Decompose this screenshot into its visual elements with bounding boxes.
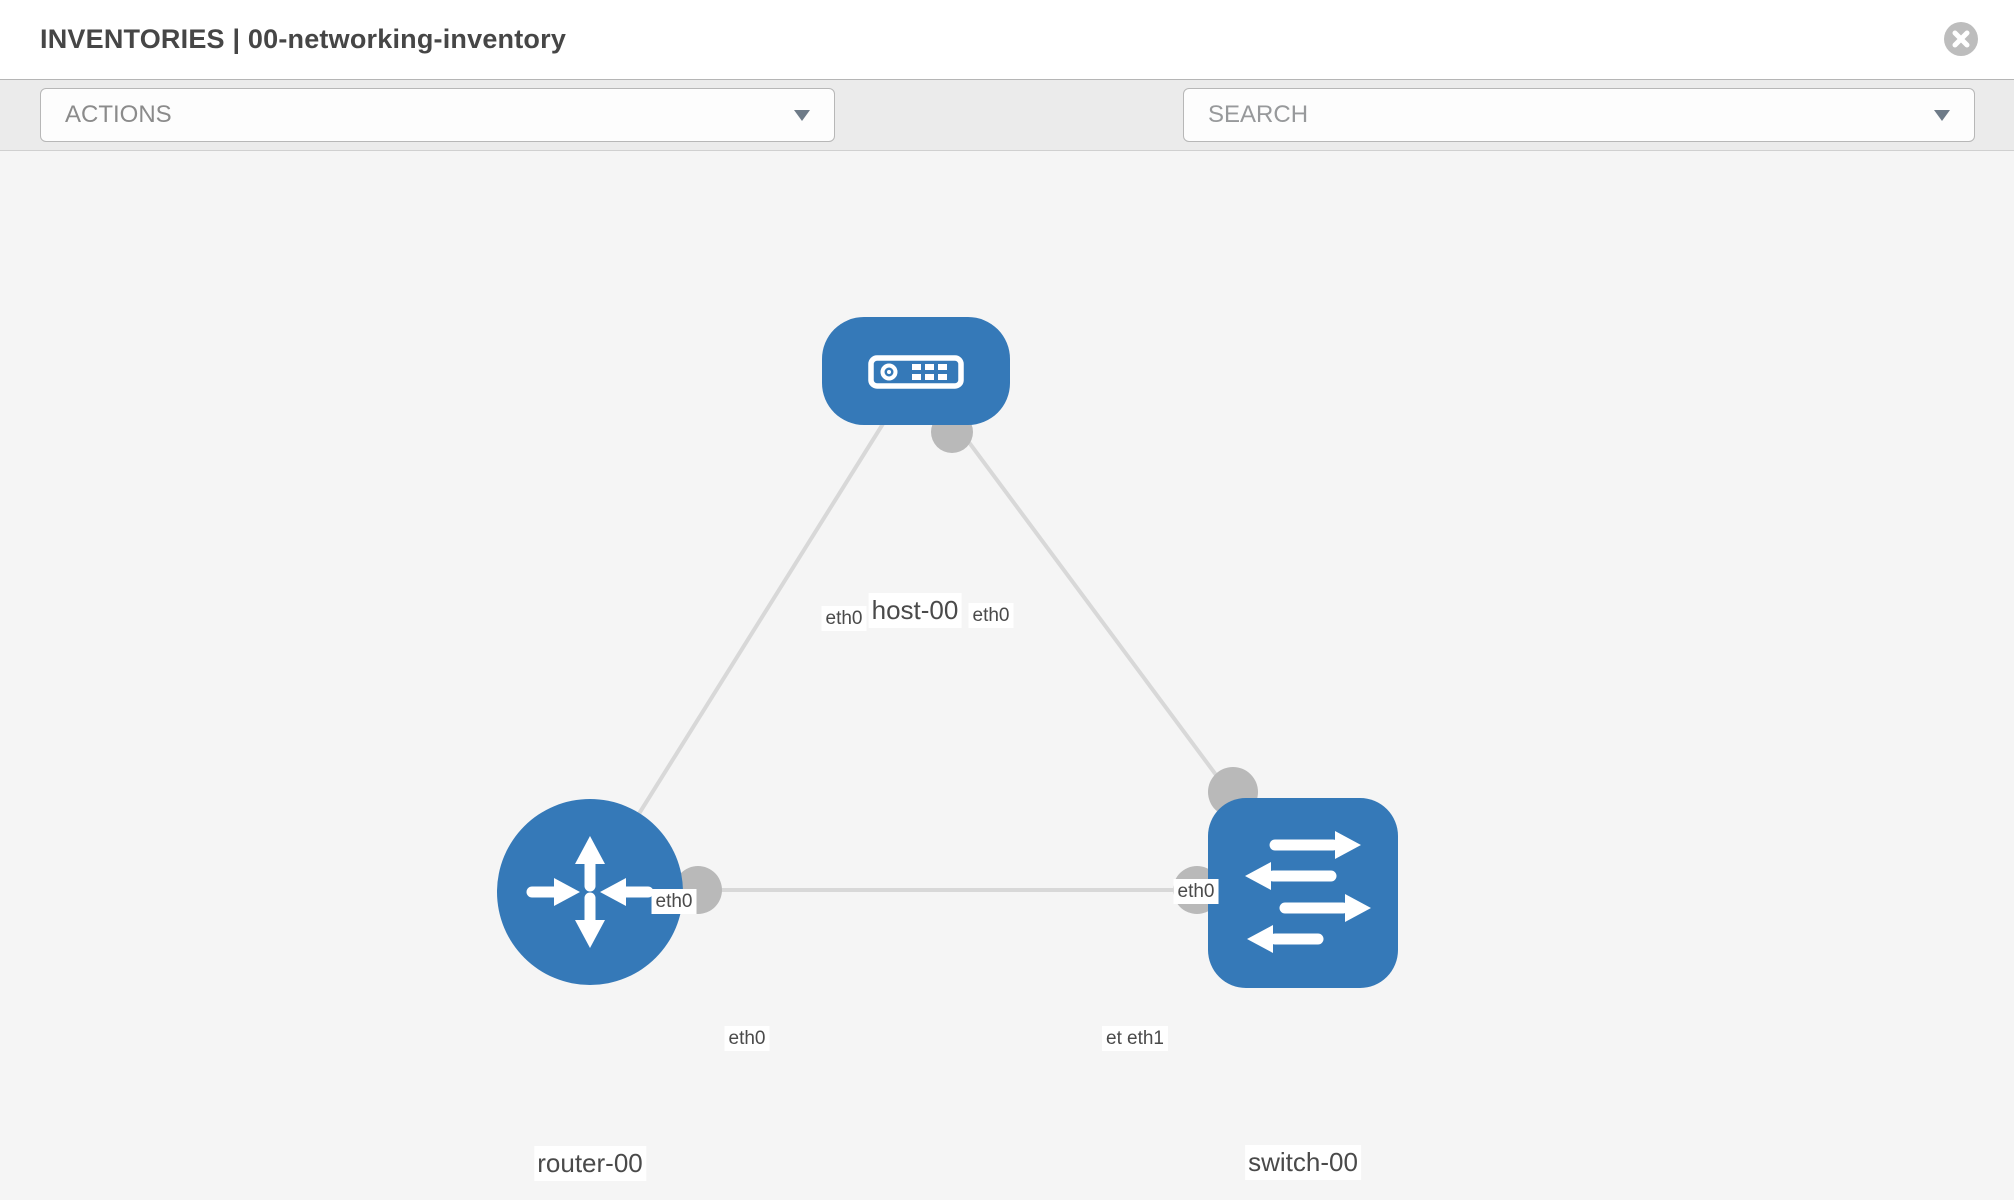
iface-label: eth0 [968,603,1014,628]
node-switch-00[interactable] [1208,798,1398,988]
iface-label: eth0 [821,606,867,631]
search-input[interactable] [1184,89,1934,141]
header: INVENTORIES | 00-networking-inventory [0,0,2014,79]
node-label-host: host-00 [868,593,962,628]
chevron-down-icon [1934,109,1950,121]
search-box[interactable] [1183,88,1975,142]
iface-label: eth0 [1173,879,1219,904]
actions-dropdown[interactable]: ACTIONS [40,88,835,142]
link-host-router[interactable] [588,369,918,894]
node-router-00[interactable] [497,799,683,985]
router-icon [526,836,654,948]
actions-dropdown-label: ACTIONS [65,101,172,128]
close-button[interactable] [1944,22,1978,56]
switch-icon [1245,831,1371,953]
iface-label: eth0 [724,1026,770,1051]
page-title: INVENTORIES | 00-networking-inventory [40,24,567,54]
iface-label: eth1 [1123,1026,1168,1051]
close-icon [1952,30,1970,48]
iface-label: eth0 [651,889,697,914]
host-server-icon [868,355,964,389]
node-label-switch: switch-00 [1245,1145,1361,1180]
toolbar: ACTIONS [0,79,2014,210]
node-label-router: router-00 [534,1146,646,1181]
node-host-00[interactable] [822,317,1010,425]
chevron-down-icon [794,109,810,121]
topology-canvas[interactable]: eth0 eth0 eth0 eth0 eth0 eth1 eth1 host-… [0,151,2014,1200]
